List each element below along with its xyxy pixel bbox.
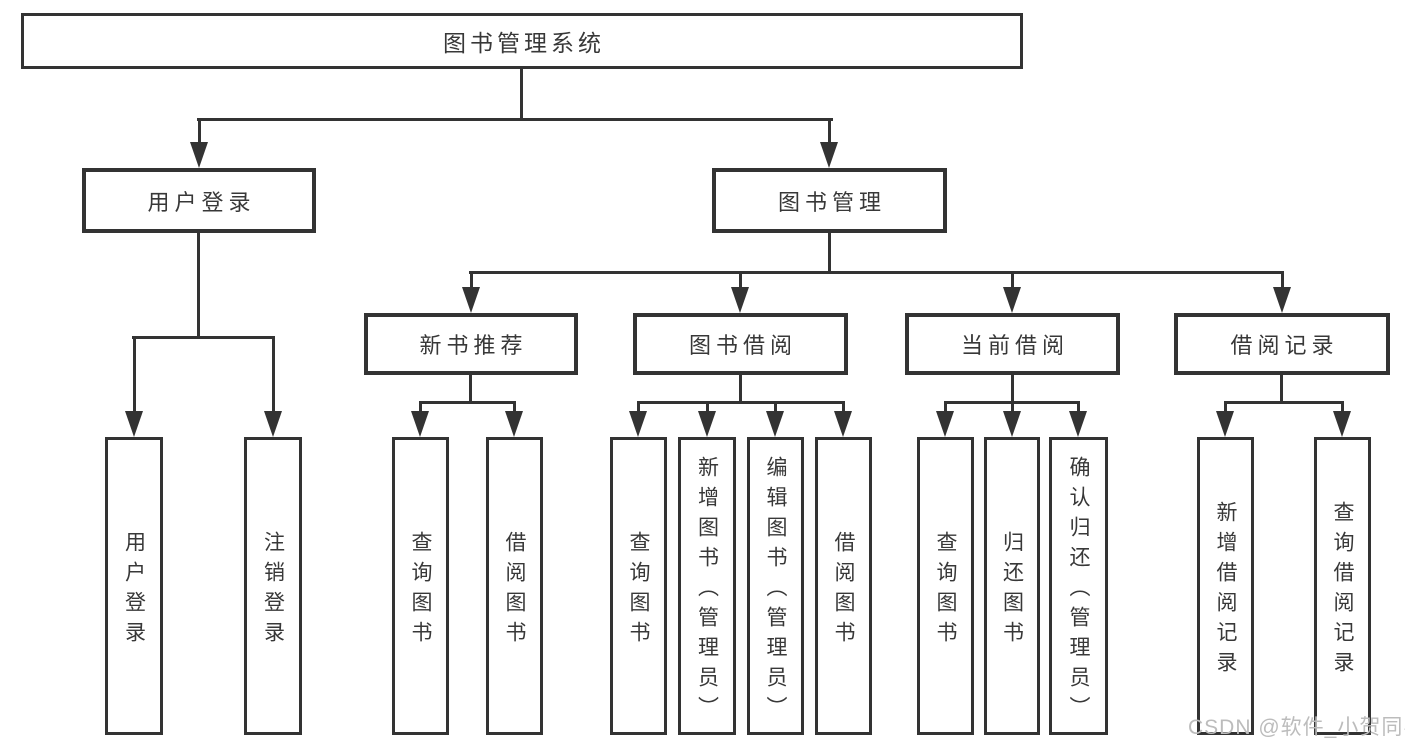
- arrow-down-to-logout-leaf: [264, 336, 282, 437]
- connector-current-borrowing-stem: [1011, 375, 1014, 404]
- node-borrowing-records: 借阅记录: [1174, 313, 1390, 375]
- leaf-return-books: 归还图书: [984, 437, 1040, 735]
- leaf-return-books-label: 归还图书: [1000, 530, 1024, 651]
- arrow-down-leaf: [834, 401, 852, 437]
- csdn-watermark: CSDN @软件_小贺同学: [1188, 716, 1405, 739]
- leaf-query-books-2: 查询图书: [610, 437, 667, 735]
- arrow-down-to-new-book: [462, 271, 480, 313]
- arrow-down-to-current-borrowing: [1003, 271, 1021, 313]
- leaf-user-login-label: 用户登录: [122, 530, 146, 651]
- arrow-down-leaf: [1333, 401, 1351, 437]
- leaf-confirm-return-admin-label: 确认归还（管理员）: [1067, 455, 1090, 726]
- arrow-down-to-book-borrowing: [731, 271, 749, 313]
- arrow-down-leaf: [766, 401, 784, 437]
- node-new-book-recommend-label: 新书推荐: [419, 333, 528, 358]
- leaf-add-book-admin: 新增图书（管理员）: [678, 437, 736, 735]
- connector-root-stem: [520, 69, 523, 121]
- arrow-down-leaf: [1003, 401, 1021, 437]
- arrow-down-to-borrowing-records: [1273, 271, 1291, 313]
- node-borrowing-records-label: 借阅记录: [1230, 333, 1339, 358]
- leaf-query-borrow-record: 查询借阅记录: [1314, 437, 1371, 735]
- leaf-logout-label: 注销登录: [261, 530, 285, 651]
- arrow-down-to-book-management: [820, 118, 838, 168]
- node-book-borrowing-label: 图书借阅: [688, 333, 797, 358]
- leaf-edit-book-admin-label: 编辑图书（管理员）: [764, 455, 787, 726]
- connector-login-stem: [197, 233, 200, 339]
- node-current-borrowing: 当前借阅: [905, 313, 1120, 375]
- connector-borrowing-records-rail: [1224, 401, 1344, 404]
- arrow-down-to-user-login: [190, 118, 208, 168]
- leaf-add-borrow-record: 新增借阅记录: [1197, 437, 1254, 735]
- connector-login-rail: [132, 336, 274, 339]
- arrow-down-leaf: [505, 401, 523, 437]
- leaf-query-books-3: 查询图书: [917, 437, 974, 735]
- leaf-borrow-books-1-label: 借阅图书: [503, 530, 526, 651]
- leaf-query-books-2-label: 查询图书: [627, 530, 650, 651]
- leaf-borrow-books-2-label: 借阅图书: [832, 530, 855, 651]
- arrow-down-leaf: [936, 401, 954, 437]
- connector-borrowing-records-stem: [1280, 375, 1283, 404]
- node-user-login-label: 用户登录: [147, 189, 256, 215]
- leaf-query-books-1-label: 查询图书: [409, 530, 432, 651]
- leaf-confirm-return-admin: 确认归还（管理员）: [1049, 437, 1108, 735]
- node-root-label: 图书管理系统: [443, 30, 605, 56]
- leaf-query-books-1: 查询图书: [392, 437, 449, 735]
- leaf-query-borrow-record-label: 查询借阅记录: [1331, 500, 1354, 681]
- connector-new-book-stem: [469, 375, 472, 404]
- arrow-down-leaf: [1216, 401, 1234, 437]
- leaf-query-books-3-label: 查询图书: [934, 530, 957, 651]
- leaf-edit-book-admin: 编辑图书（管理员）: [747, 437, 804, 735]
- leaf-borrow-books-1: 借阅图书: [486, 437, 543, 735]
- connector-root-rail: [197, 118, 833, 121]
- arrow-down-leaf: [629, 401, 647, 437]
- connector-management-rail: [469, 271, 1283, 274]
- arrow-down-leaf: [411, 401, 429, 437]
- node-current-borrowing-label: 当前借阅: [960, 333, 1069, 358]
- node-user-login: 用户登录: [82, 168, 316, 233]
- arrow-down-leaf: [698, 401, 716, 437]
- leaf-borrow-books-2: 借阅图书: [815, 437, 872, 735]
- node-book-borrowing: 图书借阅: [633, 313, 848, 375]
- node-book-management: 图书管理: [712, 168, 947, 233]
- leaf-add-borrow-record-label: 新增借阅记录: [1214, 500, 1237, 681]
- connector-book-borrowing-stem: [739, 375, 742, 404]
- leaf-logout: 注销登录: [244, 437, 302, 735]
- node-book-management-label: 图书管理: [777, 189, 886, 215]
- connector-management-stem: [828, 233, 831, 274]
- arrow-down-to-login-leaf: [125, 336, 143, 437]
- connector-book-borrowing-rail: [637, 401, 845, 404]
- node-root: 图书管理系统: [21, 13, 1023, 69]
- node-new-book-recommend: 新书推荐: [364, 313, 578, 375]
- arrow-down-leaf: [1069, 401, 1087, 437]
- leaf-add-book-admin-label: 新增图书（管理员）: [695, 455, 719, 726]
- leaf-user-login: 用户登录: [105, 437, 163, 735]
- connector-new-book-rail: [419, 401, 516, 404]
